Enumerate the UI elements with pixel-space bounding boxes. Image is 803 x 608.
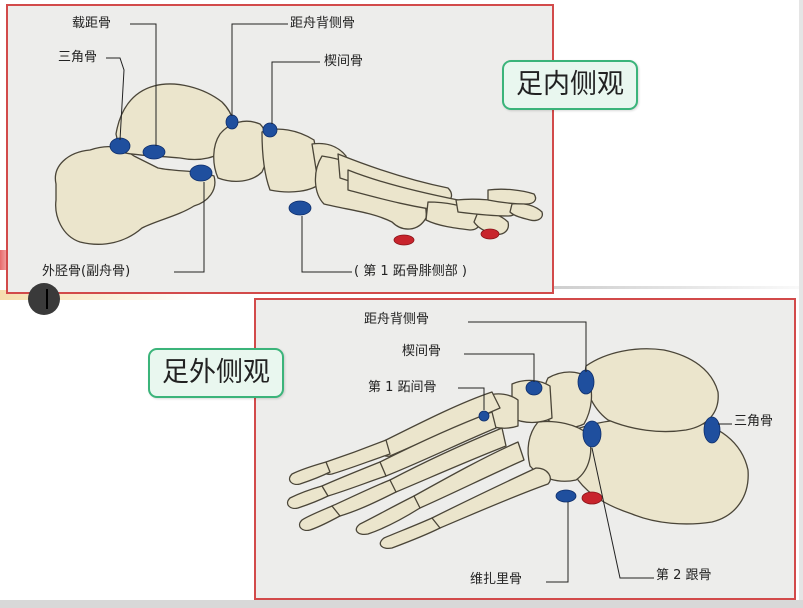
phalanx-bone xyxy=(300,506,340,530)
talonavicular-dorsal-marker xyxy=(578,370,594,394)
os-tibiale-externum-marker xyxy=(190,165,212,181)
os-vesalianum-label: 维扎里骨 xyxy=(470,572,522,588)
talus-bone xyxy=(585,349,718,432)
cuneiform-bone xyxy=(262,129,322,192)
intercuneiform-marker xyxy=(526,381,542,395)
intercuneiform-marker xyxy=(263,123,277,137)
calcaneus-bone xyxy=(55,147,215,245)
first-intermetatarsal-marker xyxy=(479,411,489,421)
sustentaculum-marker xyxy=(143,145,165,159)
intercuneiform-label: 楔间骨 xyxy=(402,344,441,360)
first-intermetatarsal-label: 第 1 跖间骨 xyxy=(368,380,437,396)
sesamoid-marker xyxy=(481,229,499,239)
fifth-metatarsal-bone xyxy=(427,468,550,529)
os-vesalianum-leader xyxy=(546,502,568,582)
talonavicular-dorsal-marker xyxy=(226,115,238,129)
intercuneiform-leader xyxy=(272,62,320,124)
phalanx-bone xyxy=(290,462,330,484)
phalanx-bone xyxy=(488,189,536,204)
secondary-calcaneus-label: 第 2 跟骨 xyxy=(656,568,712,584)
talonavicular-dorsal-leader xyxy=(468,322,586,372)
slide-bottom-strip xyxy=(0,600,803,608)
lateral-foot-illustration xyxy=(256,300,794,598)
text-cursor xyxy=(46,289,48,309)
sustentaculum-label: 载距骨 xyxy=(72,16,111,32)
talonavicular-dorsal-label: 距舟背侧骨 xyxy=(290,16,355,32)
intercuneiform-label: 楔间骨 xyxy=(324,54,363,70)
first-metatarsal-fibular-marker xyxy=(289,201,311,215)
medial-view-panel: 载距骨 三角骨 距舟背侧骨 楔间骨 外胫骨(副舟骨) ( 第 1 跖骨腓侧部 ) xyxy=(6,4,554,294)
first-metatarsal-fibular-leader xyxy=(302,216,352,272)
secondary-calcaneus-marker xyxy=(583,421,601,447)
slide-right-edge xyxy=(799,0,803,608)
intercuneiform-leader xyxy=(464,354,534,382)
phalanx-bone xyxy=(288,486,328,508)
os-trigonum-label: 三角骨 xyxy=(734,414,773,430)
medial-view-title: 足内侧观 xyxy=(502,60,638,110)
phalanx-bone xyxy=(510,203,542,220)
lateral-view-panel: 距舟背侧骨 楔间骨 第 1 跖间骨 三角骨 维扎里骨 第 2 跟骨 xyxy=(254,298,796,600)
talonavicular-dorsal-leader xyxy=(232,24,288,116)
slide-decor-circle xyxy=(28,283,60,315)
sesamoid-marker xyxy=(394,235,414,245)
os-trigonum-label: 三角骨 xyxy=(58,50,97,66)
first-metatarsal-fibular-label: ( 第 1 跖骨腓侧部 ) xyxy=(354,264,467,280)
talonavicular-dorsal-label: 距舟背侧骨 xyxy=(364,312,429,328)
slide-divider-line xyxy=(550,286,803,289)
sesamoid-marker xyxy=(582,492,602,504)
medial-foot-illustration xyxy=(8,6,552,292)
os-tibiale-externum-label: 外胫骨(副舟骨) xyxy=(42,264,130,280)
os-trigonum-marker xyxy=(110,138,130,154)
os-trigonum-marker xyxy=(704,417,720,443)
lateral-view-title: 足外侧观 xyxy=(148,348,284,398)
os-vesalianum-marker xyxy=(556,490,576,502)
